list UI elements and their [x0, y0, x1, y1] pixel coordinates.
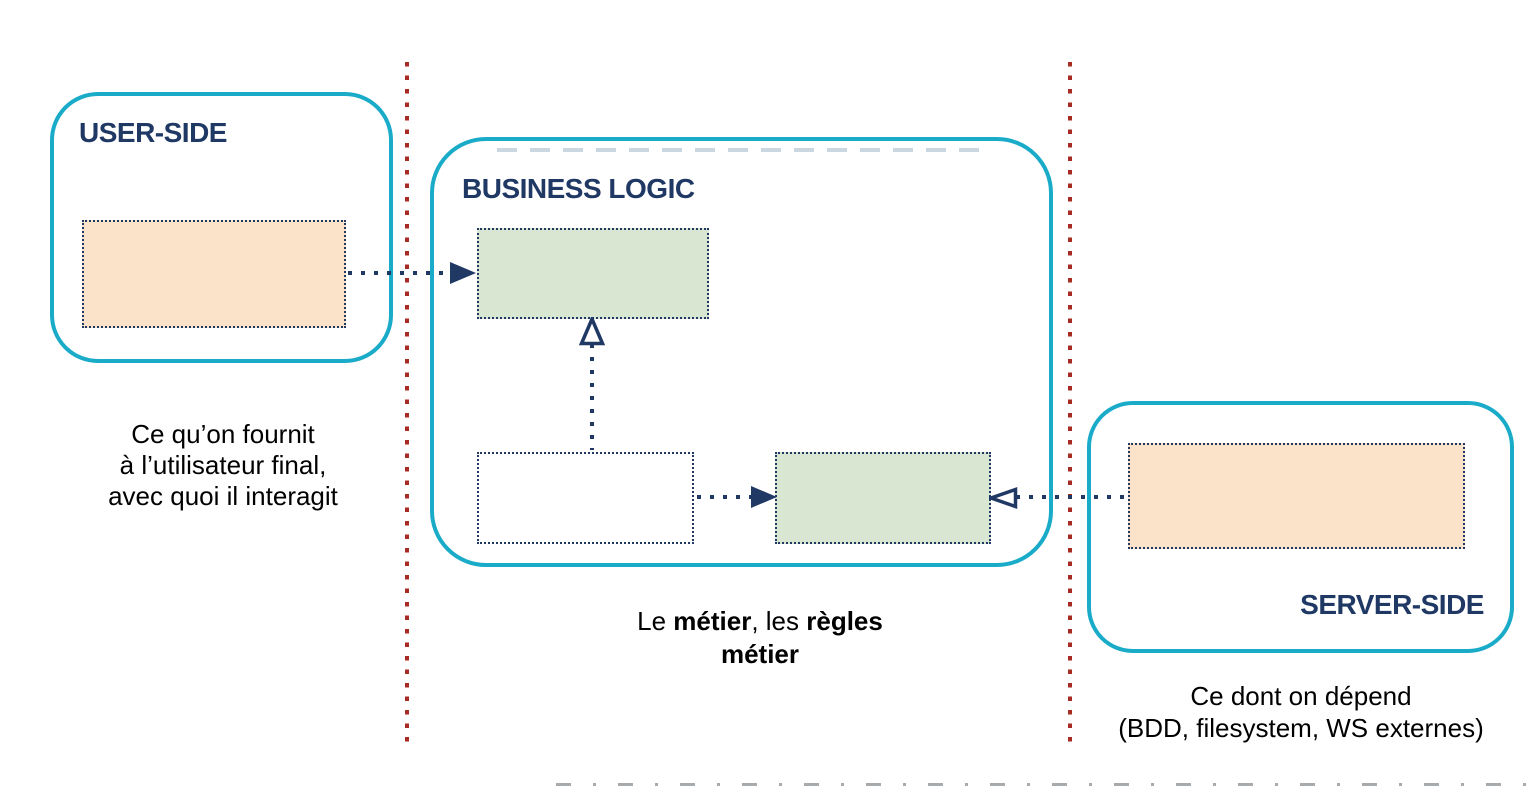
faint-artifact-line: [497, 148, 991, 152]
arrow-server-to-business-line: [1016, 495, 1126, 499]
caption-line: avec quoi il interagit: [108, 481, 338, 511]
arrow-left-to-right-line: [697, 495, 753, 499]
caption-segment: règles: [806, 606, 883, 636]
caption-segment: métier: [673, 606, 752, 636]
arrow-user-to-business-head-icon: [450, 262, 476, 284]
caption-segment: Le: [637, 606, 674, 636]
zone-divider-user-business: [405, 62, 409, 748]
arrow-user-to-business-line: [348, 271, 448, 275]
arrow-bottomleft-to-top-line: [590, 344, 594, 450]
caption-line: (BDD, filesystem, WS externes): [1118, 713, 1484, 743]
arrow-open-left-head-icon: [989, 487, 1018, 509]
arrow-left-to-right-head-icon: [751, 486, 777, 508]
arrow-open-up-head-icon: [579, 317, 605, 346]
business-logic-bottom-left-box: [477, 452, 694, 544]
caption-segment: métier: [720, 639, 800, 669]
business-logic-title: BUSINESS LOGIC: [462, 173, 695, 204]
caption-line: Ce dont on dépend: [1190, 681, 1412, 711]
user-side-caption: Ce qu’on fournit à l’utilisateur final, …: [58, 419, 388, 512]
caption-line: Ce qu’on fournit: [131, 419, 315, 449]
business-logic-bottom-right-box: [775, 452, 991, 544]
user-side-component-box: [82, 220, 346, 328]
server-side-caption: Ce dont on dépend (BDD, filesystem, WS e…: [1096, 680, 1506, 744]
server-side-component-box: [1128, 443, 1465, 549]
bottom-edge-cropped-line: [556, 783, 1536, 786]
caption-line: à l’utilisateur final,: [119, 450, 327, 480]
caption-segment: , les: [751, 606, 807, 636]
zone-divider-business-server: [1068, 62, 1072, 748]
user-side-title: USER-SIDE: [79, 117, 227, 148]
business-logic-caption: Le métier, les règles métier: [590, 605, 930, 671]
server-side-title: SERVER-SIDE: [1300, 589, 1484, 620]
business-logic-top-box: [477, 228, 709, 319]
